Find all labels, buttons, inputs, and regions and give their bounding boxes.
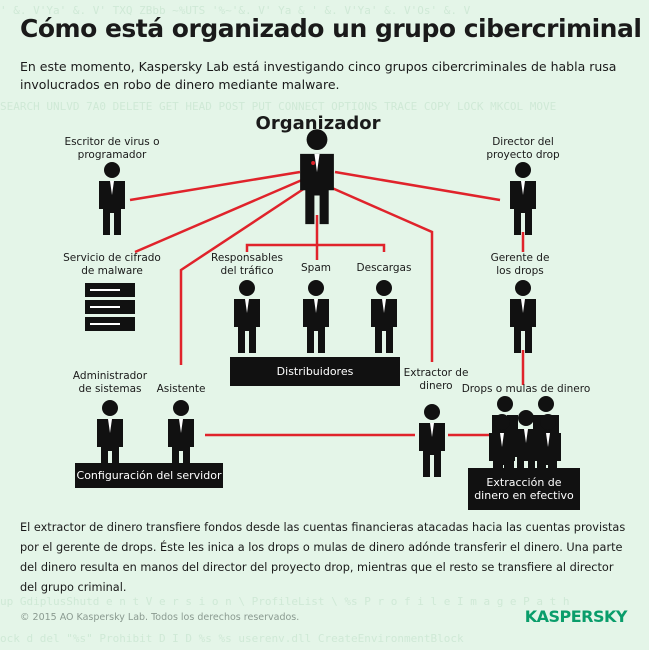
distributors-box: Distribuidores [230,357,400,386]
downloads-figure [371,280,397,353]
sysadmin-label: Administrador de sistemas [72,370,148,395]
downloads-label: Descargas [356,262,412,274]
intro-text: En este momento, Kaspersky Lab está inve… [20,59,617,92]
drop-director-label: Director del proyecto drop [486,136,560,161]
background-code: SEARCH UNLVD 7A0 DELETE GET HEAD POST PU… [0,100,557,113]
server-icon [85,283,135,331]
line-distributors-bar [245,243,386,252]
background-code: up GdiplusShutd e n t V e r s i o n \ Pr… [0,595,570,608]
mules-label: Drops o mulas de dinero [461,383,591,395]
extractor-figure [419,404,445,477]
line-organizer-crypt [134,178,303,254]
organizer-label: Organizador [255,113,381,134]
footer-text: El extractor de dinero transfiere fondos… [20,521,626,594]
drop-director-figure [510,162,536,235]
spam-figure [303,280,329,353]
organizer-figure [300,129,334,225]
spam-label: Spam [301,262,331,274]
cash-out-box: Extracción de dinero en efectivo [468,468,580,510]
assistant-label: Asistente [156,383,206,395]
virus-writer-label: Escritor de virus o programador [64,136,160,161]
background-code: ' &. V'Ya' &. V' TXQ ZBbb ~%UTS '%~'&. V… [0,4,471,17]
line-organizer-assistant [179,186,306,365]
line-organizer-writer [129,170,301,202]
server-config-box: Configuración del servidor [75,463,223,488]
copyright: © 2015 AO Kaspersky Lab. Todos los derec… [20,612,300,623]
crypt-service-label: Servicio de cifrado de malware [63,252,161,277]
virus-writer-figure [99,162,125,235]
line-organizer-director [334,170,501,202]
extractor-label: Extractor de dinero [403,367,469,392]
traffic-label: Responsables del tráfico [211,252,283,277]
background-code: ock d del "%s" Prohibit D I D %s %s user… [0,632,464,645]
drop-manager-figure [510,280,536,353]
drop-manager-label: Gerente de los drops [490,252,550,277]
page-title: Cómo está organizado un grupo cibercrimi… [20,14,642,43]
traffic-figure [234,280,260,353]
kaspersky-logo: KASPERSKY [524,607,628,626]
line-organizer-extractor [331,186,434,362]
